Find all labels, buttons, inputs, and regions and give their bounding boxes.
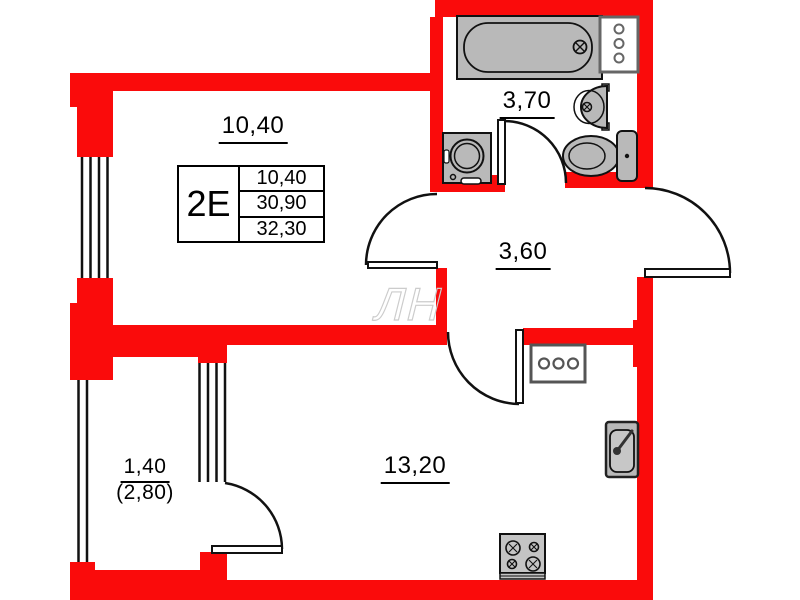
bathroom-area-value: 3,70: [499, 87, 555, 119]
balcony-area-full-value: (2,80): [116, 481, 174, 504]
bathroom-sink: [573, 83, 610, 131]
balcony-area-value: 1,40: [120, 455, 170, 483]
vent-shaft: [598, 15, 640, 74]
stove: [499, 533, 546, 580]
room-label-hallway: 3,60: [495, 238, 551, 270]
room-label-balcony-full: (2,80): [116, 481, 174, 505]
unit-area-row-2: 30,90: [240, 192, 323, 218]
unit-info-table: 2Е 10,40 30,90 32,30: [177, 165, 325, 243]
unit-area-row-3: 32,30: [256, 217, 307, 240]
kitchen-area-value: 13,20: [380, 452, 450, 484]
window-balcony-right: [198, 363, 227, 482]
door-bathroom: [497, 119, 568, 185]
door-entrance: [644, 186, 732, 278]
watermark-logo: ЛН: [370, 279, 450, 330]
door-kitchen: [446, 329, 524, 406]
room-label-bathroom: 3,70: [499, 87, 555, 119]
window-balcony-left: [77, 380, 89, 562]
room-label-balcony: 1,40: [120, 455, 170, 483]
toilet: [562, 130, 638, 182]
room-label-kitchen: 13,20: [380, 452, 450, 484]
window-living-left: [80, 157, 109, 278]
walls: [70, 0, 653, 600]
door-balcony: [211, 481, 284, 554]
bathtub: [456, 15, 603, 80]
washing-machine: [442, 132, 492, 185]
kitchen-sink: [604, 420, 640, 479]
room-label-living: 10,40: [218, 112, 288, 144]
electrical-panel: [529, 343, 587, 384]
unit-type-cell: 2Е: [179, 167, 240, 241]
hallway-area-value: 3,60: [495, 238, 551, 270]
unit-areas-column: 10,40 30,90 32,30: [240, 167, 323, 241]
door-living-hallway: [364, 192, 438, 269]
living-area-value: 10,40: [218, 112, 288, 144]
unit-area-row-1: 10,40: [240, 167, 323, 193]
